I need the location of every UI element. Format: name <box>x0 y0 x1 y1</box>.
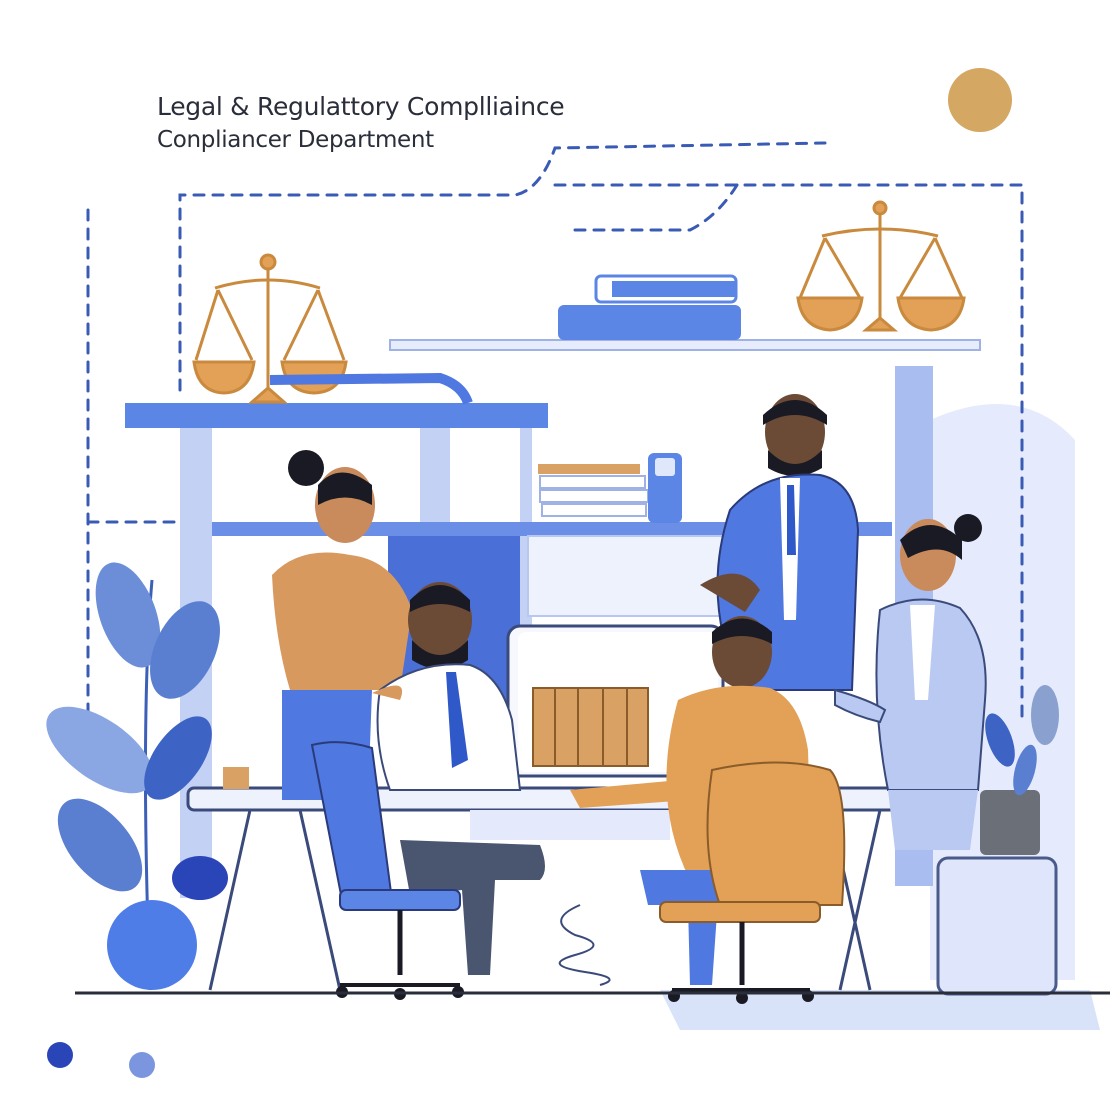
dot-light <box>129 1052 155 1078</box>
middle-book-stack <box>538 453 682 523</box>
heading-line-1: Legal & Regulattory Complliaince <box>157 92 565 121</box>
scales-of-justice-icon-left <box>192 253 473 405</box>
plant-right <box>980 685 1059 855</box>
plant-left <box>46 562 228 991</box>
heading-line-2: Conpliancer Department <box>157 127 434 153</box>
dot-dark <box>47 1042 73 1068</box>
file-boxes <box>532 687 649 767</box>
scales-of-justice-icon <box>796 200 966 332</box>
man-seated-left <box>372 582 545 975</box>
sun-dot <box>948 68 1012 132</box>
side-cabinet <box>936 856 1058 996</box>
stacked-books <box>558 274 741 340</box>
woman-standing-right <box>834 514 987 850</box>
blue-ball <box>107 900 197 990</box>
left-shelf-unit <box>125 403 892 898</box>
floor-coil <box>559 904 611 986</box>
dashed-lines <box>86 141 1024 722</box>
coffee-cup <box>223 767 249 789</box>
